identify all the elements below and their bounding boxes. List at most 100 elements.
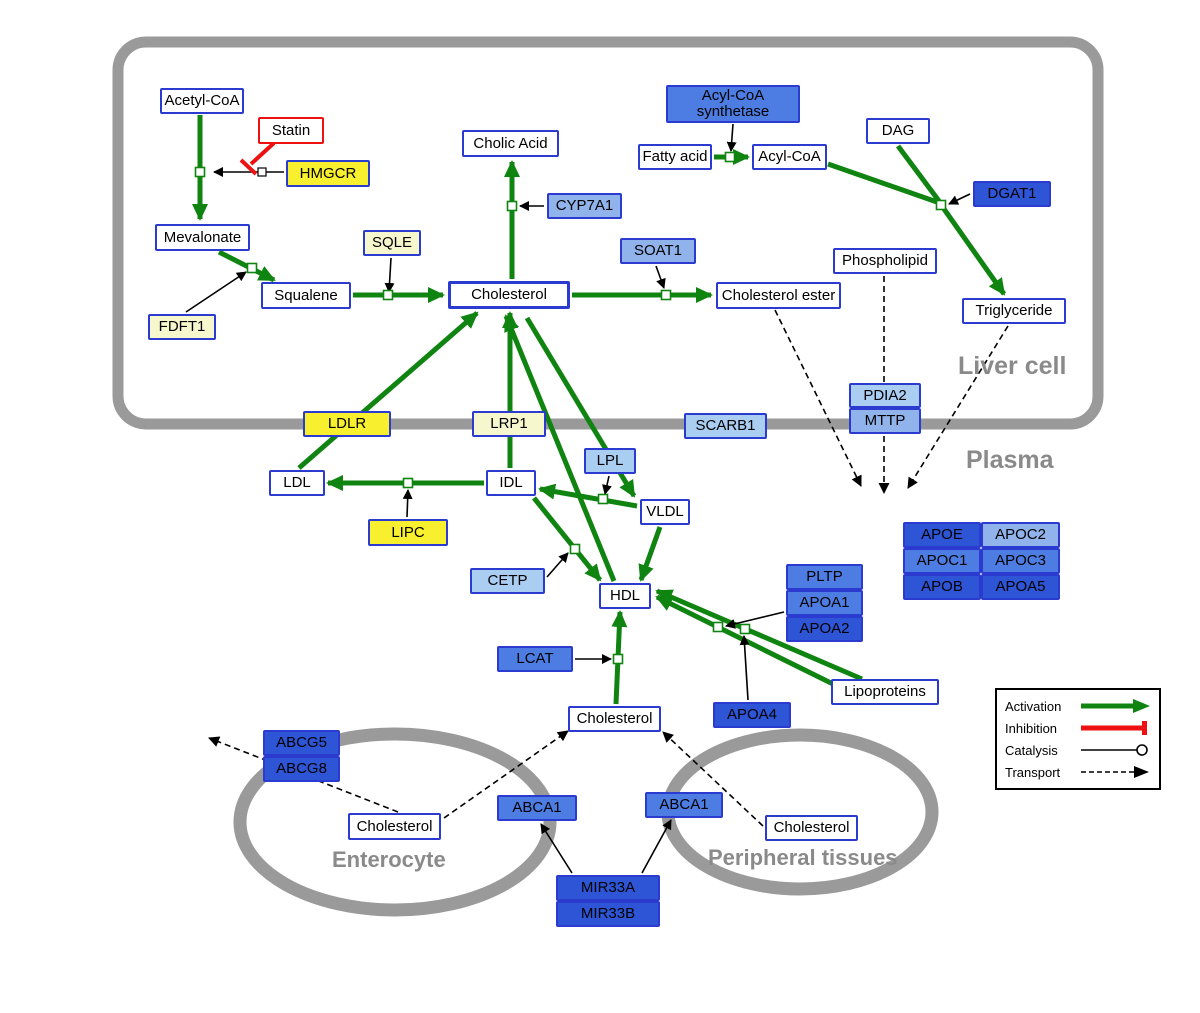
reaction-node-apoa [712,621,724,633]
node-mevalonate[interactable]: Mevalonate [155,224,250,251]
node-cholic-acid[interactable]: Cholic Acid [462,130,559,157]
node-apoc2[interactable]: APOC2 [981,522,1060,548]
reaction-node-lipc [402,477,414,489]
enterocyte-membrane [233,727,557,917]
node-pdia2[interactable]: PDIA2 [849,383,921,408]
reaction-node-apoa4 [739,623,751,635]
node-acetyl-coa[interactable]: Acetyl-CoA [160,88,244,114]
inhibition-bar-icon [1081,721,1147,735]
node-lipoproteins[interactable]: Lipoproteins [831,679,939,705]
edge-dag-dgat1hub [895,144,942,203]
node-scarb1[interactable]: SCARB1 [684,413,767,439]
edge-dgat1-catalysis [948,193,971,205]
node-squalene[interactable]: Squalene [261,282,351,309]
edge-vldl-idl [538,483,638,509]
node-statin[interactable]: Statin [258,117,324,144]
legend-transport-label: Transport [1005,764,1061,780]
legend-row-inhibition: Inhibition [1005,718,1151,738]
node-hdl[interactable]: HDL [599,583,651,609]
edge-acylcoasynthetase-catalysis [726,123,737,152]
edge-idl-hdl [532,496,602,582]
node-apoc1[interactable]: APOC1 [903,548,981,574]
node-abcg8[interactable]: ABCG8 [263,756,340,782]
activation-arrow-icon [1081,699,1150,713]
liver-cell-label: Liver cell [958,352,1067,380]
node-phospholipid[interactable]: Phospholipid [833,248,937,274]
node-idl[interactable]: IDL [486,470,536,496]
node-apoe[interactable]: APOE [903,522,981,548]
node-mir33a[interactable]: MIR33A [556,875,660,901]
node-abca1-enterocyte[interactable]: ABCA1 [497,795,577,821]
node-fatty-acid[interactable]: Fatty acid [638,144,712,170]
edge-triglyceride-transport [907,325,1009,489]
edge-lpl-catalysis [602,475,612,495]
node-lcat[interactable]: LCAT [497,646,573,672]
node-lrp1[interactable]: LRP1 [472,411,546,437]
node-ldlr[interactable]: LDLR [303,411,391,437]
reaction-node-cetp [569,543,581,555]
node-fdft1[interactable]: FDFT1 [148,314,216,340]
node-cholesterol-enterocyte[interactable]: Cholesterol [348,813,441,840]
node-cetp[interactable]: CETP [470,568,545,594]
statin-inhibition-bar [239,158,258,176]
edge-apoa1-catalysis [725,611,785,629]
reaction-node-soat1 [660,289,672,301]
liver-cell-membrane [112,36,1104,430]
node-ldl[interactable]: LDL [269,470,325,496]
catalysis-junction-hmgcr [257,167,267,177]
edge-soat1-catalysis [655,265,666,289]
reaction-node-dgat1 [935,199,947,211]
node-apoa1[interactable]: APOA1 [786,590,863,616]
edge-mevalonate-squalene [217,249,276,283]
legend-catalysis-label: Catalysis [1005,742,1058,758]
reaction-node-hmgcr [194,166,206,178]
node-apoc3[interactable]: APOC3 [981,548,1060,574]
edge-fdft1-catalysis [185,271,247,313]
node-apob[interactable]: APOB [903,574,981,600]
node-abca1-peripheral[interactable]: ABCA1 [645,792,723,818]
node-apoa5[interactable]: APOA5 [981,574,1060,600]
reaction-node-sqle [382,289,394,301]
node-acyl-coa[interactable]: Acyl-CoA [752,144,827,170]
node-sqle[interactable]: SQLE [363,230,421,256]
node-apoa4[interactable]: APOA4 [713,702,791,728]
node-hmgcr[interactable]: HMGCR [286,160,370,187]
edge-lipoproteins-hdl-2 [655,588,863,682]
node-dag[interactable]: DAG [866,118,930,144]
node-mir33b[interactable]: MIR33B [556,901,660,927]
node-cholesterol-ester[interactable]: Cholesterol ester [716,282,841,309]
edge-hdl-cholesterol [503,314,617,582]
node-abcg5[interactable]: ABCG5 [263,730,340,756]
node-lipc[interactable]: LIPC [368,519,448,546]
node-apoa2[interactable]: APOA2 [786,616,863,642]
node-cholesterol-liver[interactable]: Cholesterol [448,281,570,309]
legend-inhibition-label: Inhibition [1005,720,1058,736]
node-pltp[interactable]: PLTP [786,564,863,590]
node-vldl[interactable]: VLDL [640,499,690,525]
edge-mir33-abca1-enterocyte [540,823,573,874]
reaction-node-cyp7a1 [506,200,518,212]
node-soat1[interactable]: SOAT1 [620,238,696,264]
node-cyp7a1[interactable]: CYP7A1 [547,193,622,219]
legend-row-transport: Transport [1005,762,1151,782]
node-cholesterol-peripheral[interactable]: Cholesterol [765,815,858,841]
edge-lipc-catalysis [402,489,413,518]
node-acyl-coa-synthetase[interactable]: Acyl-CoA synthetase [666,85,800,123]
node-mttp[interactable]: MTTP [849,408,921,434]
legend-activation-label: Activation [1005,698,1062,714]
edge-acylcoa-dgat1hub [827,161,938,205]
edge-mir33-abca1-peripheral [641,819,672,874]
node-triglyceride[interactable]: Triglyceride [962,298,1066,324]
legend: Activation Inhibition Catalysis Transpor… [995,688,1161,790]
reaction-node-fdft1 [246,262,258,274]
legend-row-catalysis: Catalysis [1005,740,1151,760]
reaction-node-acylcoasynthetase [724,151,736,163]
node-cholesterol-plasma[interactable]: Cholesterol [568,706,661,732]
node-lpl[interactable]: LPL [584,448,636,474]
reaction-node-lpl [597,493,609,505]
node-dgat1[interactable]: DGAT1 [973,181,1051,207]
enterocyte-label: Enterocyte [332,847,446,872]
edge-enterocyte-cholesterol-transport [443,730,569,819]
